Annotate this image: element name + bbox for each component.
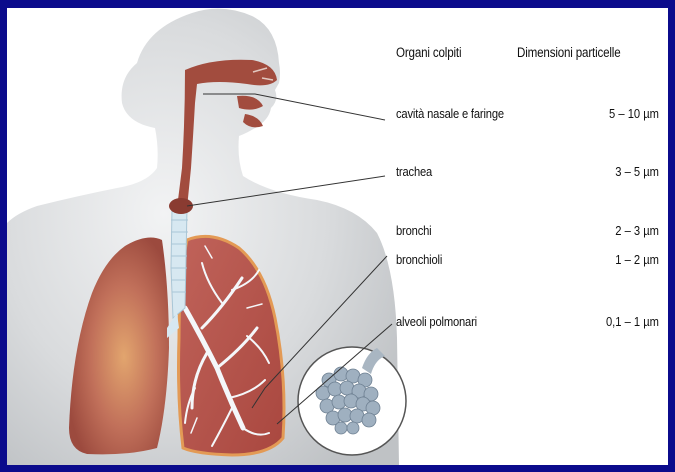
- figure-frame: Organi colpiti Dimensioni particelle cav…: [7, 8, 668, 465]
- size-trachea: 3 – 5 µm: [582, 164, 659, 179]
- respiratory-illustration: [7, 8, 668, 465]
- organ-nasal-cavity: cavità nasale e faringe: [396, 106, 504, 121]
- size-bronchi: 2 – 3 µm: [582, 223, 659, 238]
- size-bronchioles: 1 – 2 µm: [582, 252, 659, 267]
- organs-header: Organi colpiti: [396, 45, 461, 60]
- organ-alveoli: alveoli polmonari: [396, 314, 477, 329]
- organ-trachea: trachea: [396, 164, 432, 179]
- size-header: Dimensioni particelle: [517, 45, 621, 60]
- alveoli-magnifier: [298, 347, 406, 455]
- size-alveoli: 0,1 – 1 µm: [582, 314, 659, 329]
- size-nasal-cavity: 5 – 10 µm: [582, 106, 659, 121]
- organ-bronchi: bronchi: [396, 223, 431, 238]
- organ-bronchioles: bronchioli: [396, 252, 442, 267]
